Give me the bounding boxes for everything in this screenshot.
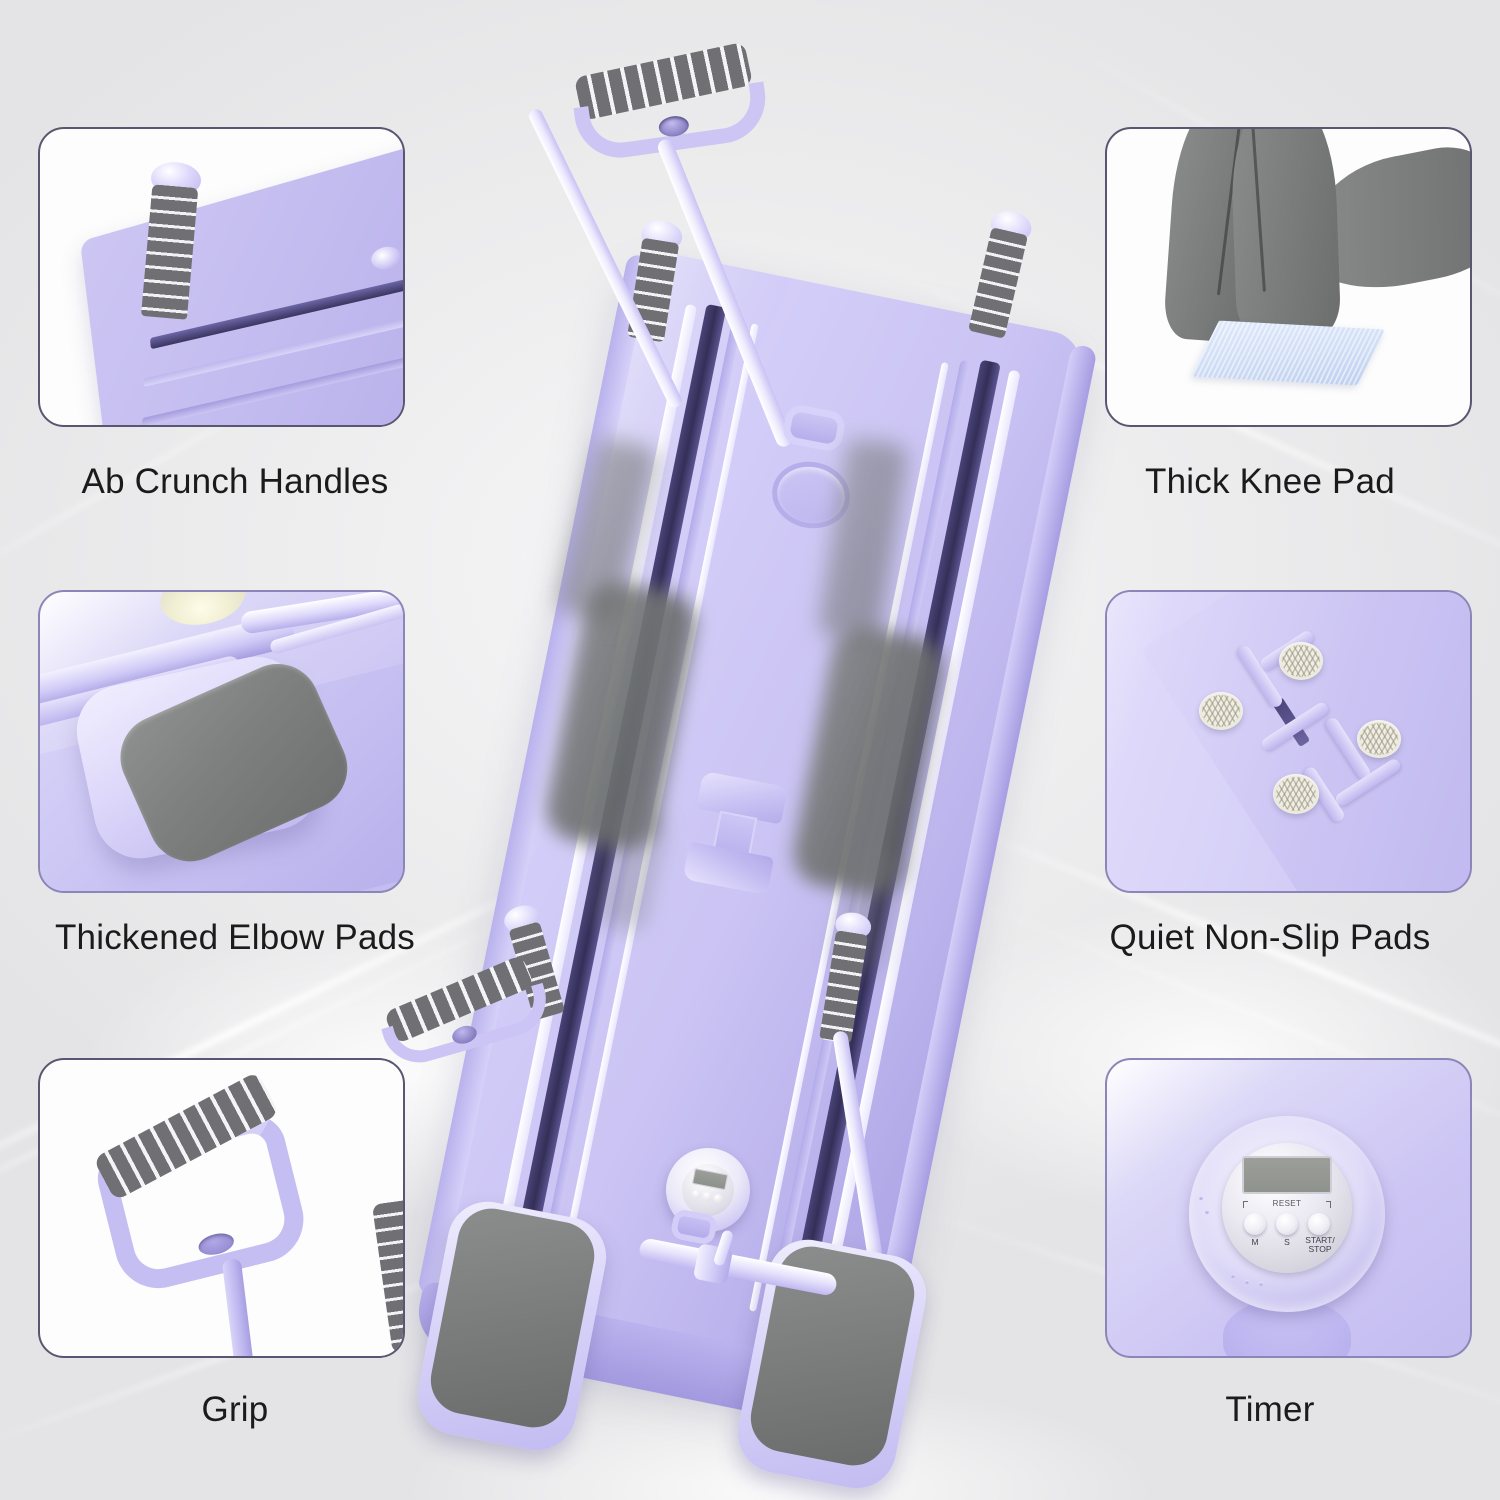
- recess-dot: [1245, 1280, 1249, 1284]
- feature-card-grip: [38, 1058, 405, 1358]
- feature-label-thickened-elbow-pads: Thickened Elbow Pads: [54, 918, 416, 957]
- secondary-grip-partial: [362, 1196, 403, 1356]
- leg-seam: [1249, 129, 1266, 292]
- feature-label-ab-crunch-handles: Ab Crunch Handles: [81, 462, 389, 501]
- reset-bracket-left: [1243, 1201, 1248, 1208]
- timer-button-m-label: M: [1251, 1237, 1259, 1247]
- non-slip-pad: [1199, 692, 1243, 730]
- feature-label-timer: Timer: [1225, 1390, 1315, 1429]
- non-slip-pad: [1279, 642, 1323, 680]
- timer-lcd-display: [691, 1168, 729, 1191]
- timer-button-m[interactable]: [691, 1189, 702, 1200]
- recess-dot: [1231, 1274, 1235, 1278]
- timer-reset-label-group: RESET: [1240, 1199, 1334, 1211]
- post-grip: [968, 227, 1028, 339]
- timer-button-s[interactable]: [1276, 1213, 1298, 1235]
- start-stop-line-2: STOP: [1308, 1244, 1332, 1254]
- feature-card-timer: RESET M S START/ STOP: [1105, 1058, 1472, 1358]
- grip-stem: [221, 1258, 256, 1356]
- feature-card-thickened-elbow-pads: [38, 590, 405, 893]
- timer-button-m[interactable]: [1244, 1213, 1266, 1235]
- timer-reset-label: RESET: [1272, 1199, 1302, 1208]
- feature-card-thick-knee-pad: [1105, 127, 1472, 427]
- timer-button-s-label: S: [1284, 1237, 1290, 1247]
- start-stop-line-1: START/: [1305, 1235, 1335, 1245]
- timer-button-start-stop[interactable]: [712, 1193, 724, 1204]
- feature-label-grip: Grip: [201, 1390, 269, 1429]
- timer-lcd-display: [1242, 1156, 1332, 1194]
- board-corner-illustration: [79, 129, 403, 425]
- recess-dot: [1259, 1282, 1263, 1286]
- ab-crunch-post-right[interactable]: [968, 207, 1035, 339]
- grip-handle: [85, 1071, 378, 1356]
- feature-card-quiet-non-slip-pads: [1105, 590, 1472, 893]
- timer-recess: RESET M S START/ STOP: [1189, 1116, 1385, 1312]
- hero-product-image: [380, 40, 1120, 1496]
- knee-pad-mat: [1191, 320, 1385, 386]
- timer-button-s[interactable]: [701, 1191, 713, 1202]
- timer-body[interactable]: RESET M S START/ STOP: [1222, 1143, 1352, 1273]
- reset-bracket-right: [1326, 1201, 1331, 1208]
- leg-right: [1228, 129, 1342, 341]
- feature-card-ab-crunch-handles: [38, 127, 405, 427]
- feature-label-thick-knee-pad: Thick Knee Pad: [1145, 462, 1395, 501]
- grip-sleeve: [371, 1197, 403, 1354]
- recess-dot: [1199, 1196, 1203, 1200]
- non-slip-pad: [1357, 720, 1401, 758]
- recess-dot: [1205, 1210, 1209, 1214]
- timer-button-start-stop[interactable]: [1308, 1213, 1330, 1235]
- non-slip-pad: [1273, 774, 1319, 814]
- timer-button-start-stop-label: START/ STOP: [1301, 1236, 1339, 1254]
- feature-label-quiet-non-slip-pads: Quiet Non-Slip Pads: [1109, 918, 1431, 957]
